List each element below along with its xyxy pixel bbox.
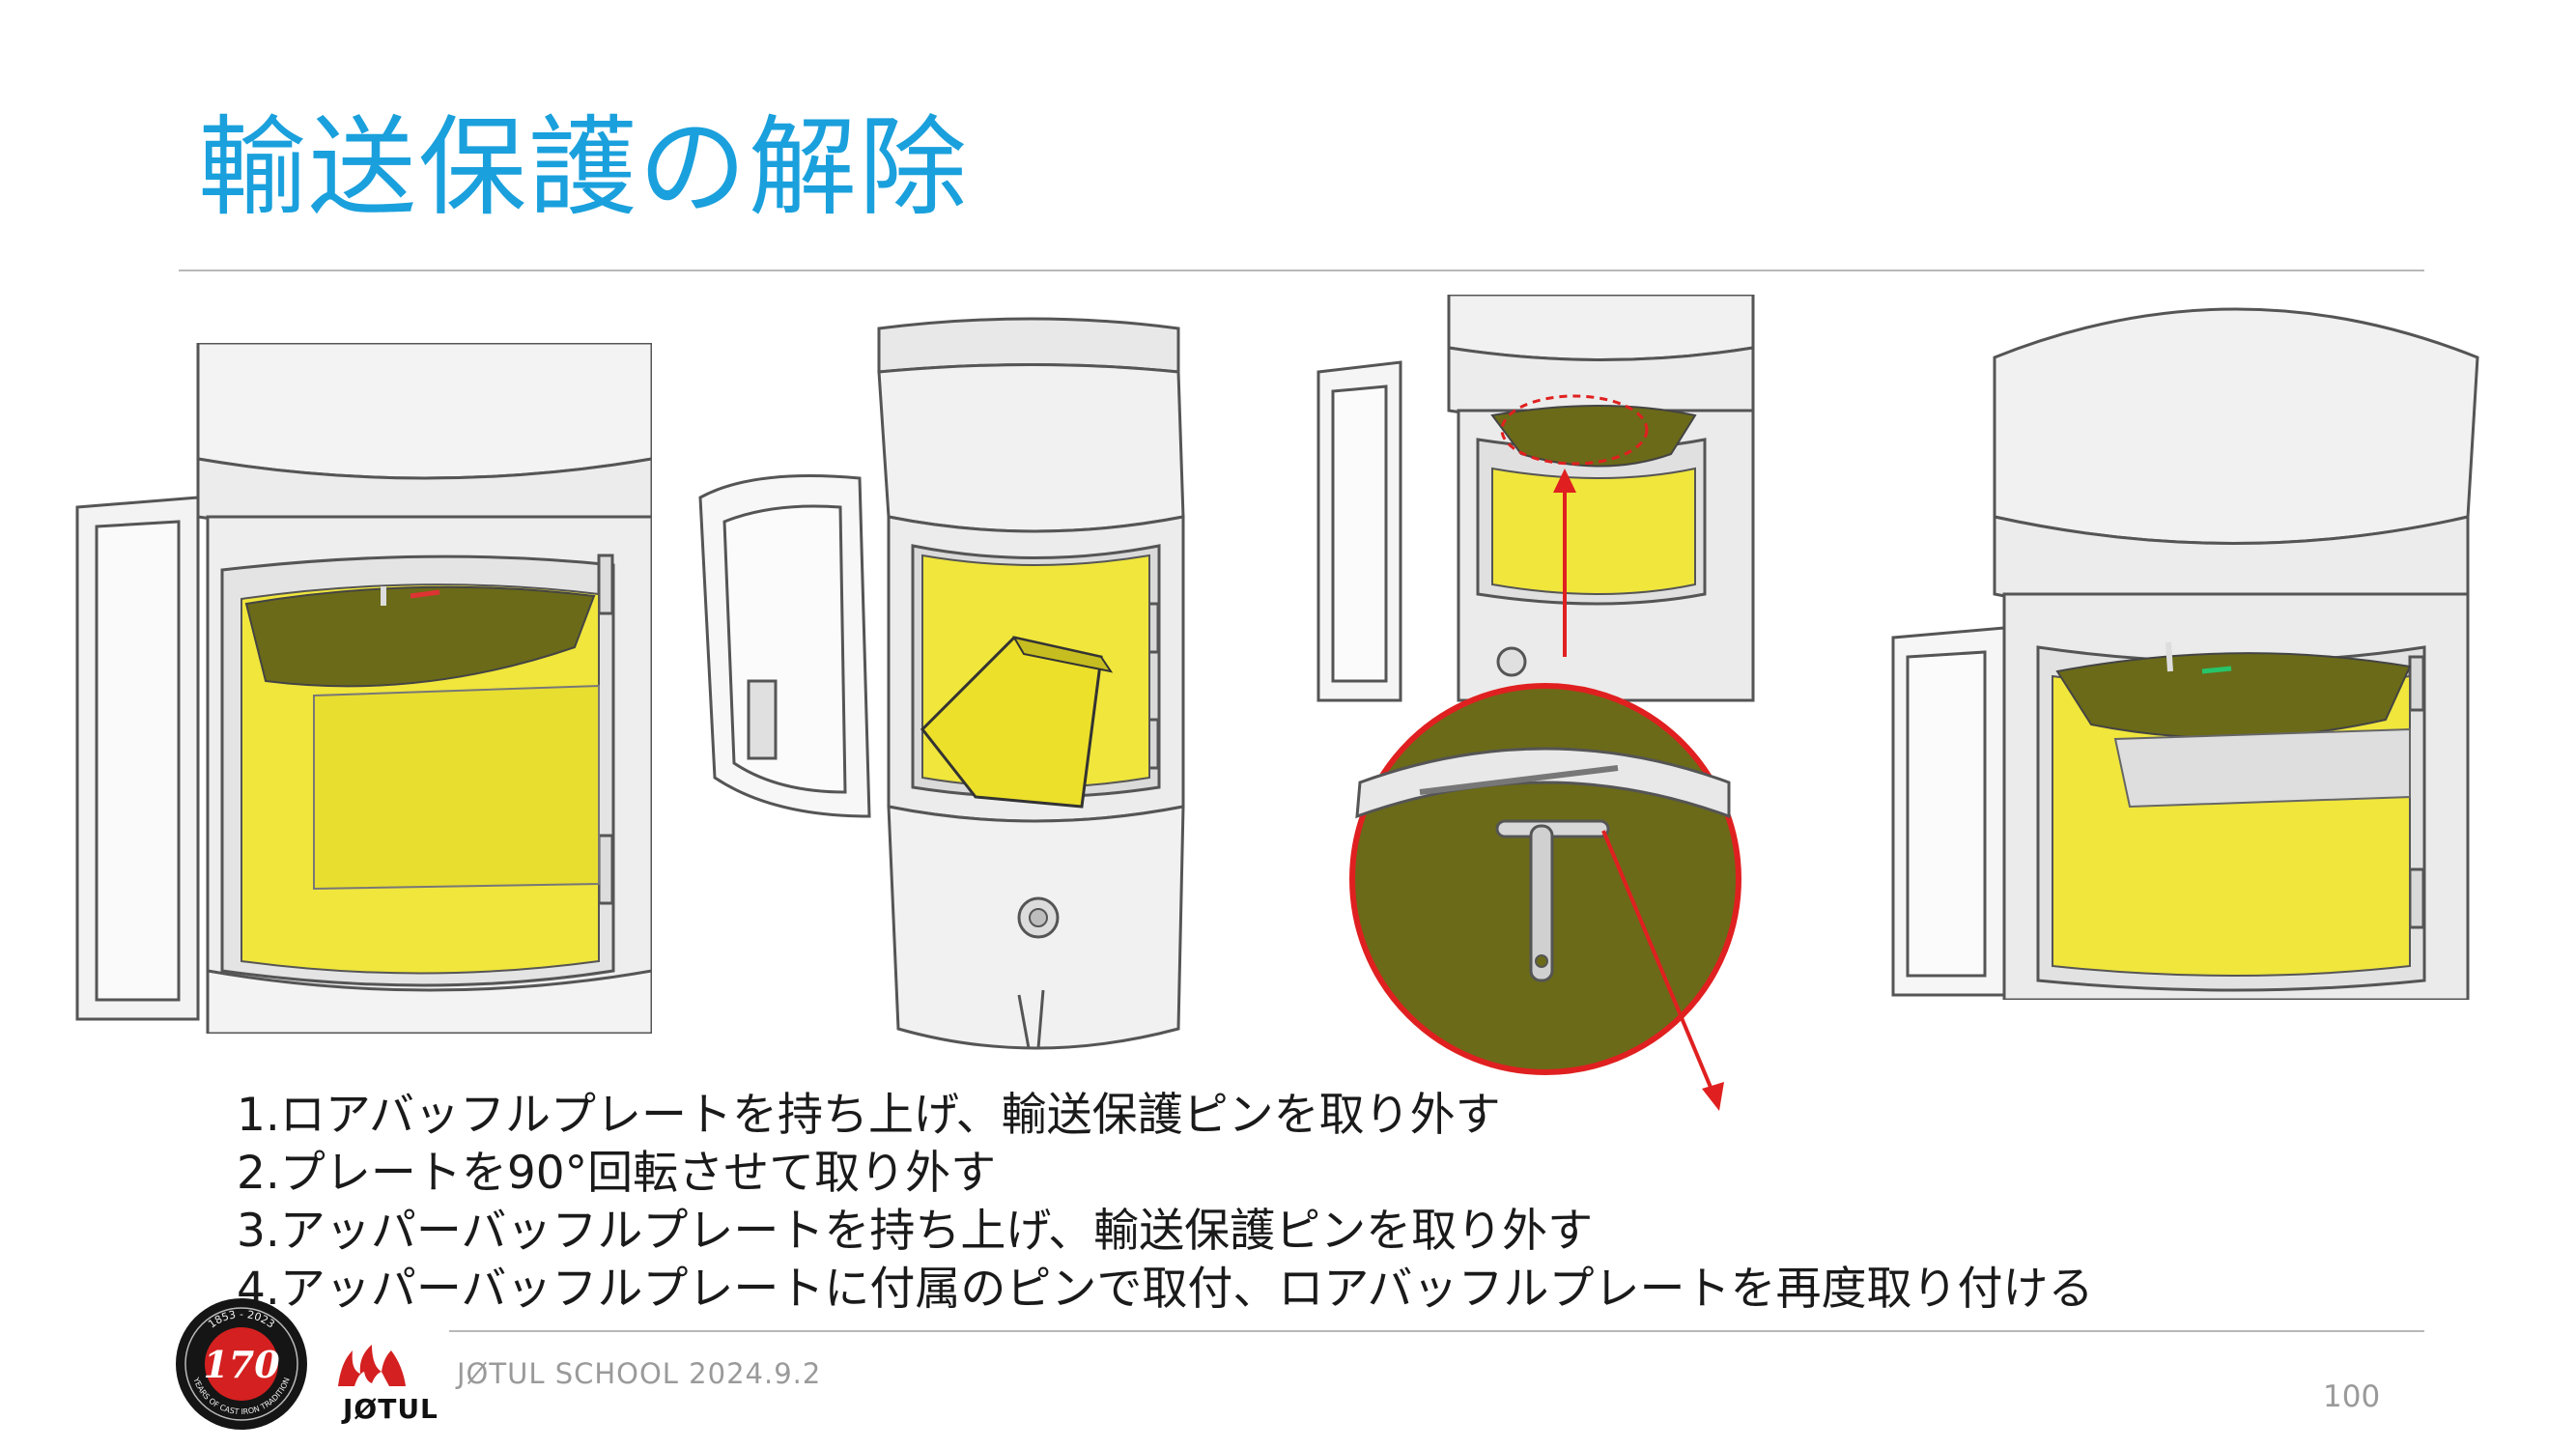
- slide-title: 輸送保護の解除: [198, 105, 969, 231]
- page-number: 100: [2323, 1379, 2381, 1414]
- title-divider: [179, 270, 2424, 271]
- instruction-steps: 1.ロアバッフルプレートを持ち上げ、輸送保護ピンを取り外す 2.プレートを90°…: [237, 1087, 2094, 1319]
- jotul-flame-icon: [338, 1345, 406, 1386]
- brand-name: JØTUL: [343, 1393, 439, 1425]
- figure-upper-baffle-detail: [1316, 295, 1755, 1111]
- anniversary-seal-logo: 1853 - 2023 YEARS OF CAST IRON TRADITION…: [176, 1298, 307, 1430]
- step-3: 3.アッパーバッフルプレートを持ち上げ、輸送保護ピンを取り外す: [237, 1205, 1594, 1258]
- step-1: 1.ロアバッフルプレートを持ち上げ、輸送保護ピンを取り外す: [237, 1089, 1501, 1142]
- step-2: 2.プレートを90°回転させて取り外す: [237, 1147, 997, 1200]
- footer-text: JØTUL SCHOOL 2024.9.2: [457, 1357, 822, 1390]
- figure-lower-baffle: [75, 343, 652, 1034]
- footer-divider: [449, 1330, 2424, 1332]
- seal-number: 170: [203, 1343, 280, 1386]
- figure-plate-rotation: [698, 317, 1185, 1050]
- figure-reinstalled-baffles: [1891, 307, 2479, 1000]
- step-4: 4.アッパーバッフルプレートに付属のピンで取付、ロアバッフルプレートを再度取り付…: [237, 1263, 2094, 1316]
